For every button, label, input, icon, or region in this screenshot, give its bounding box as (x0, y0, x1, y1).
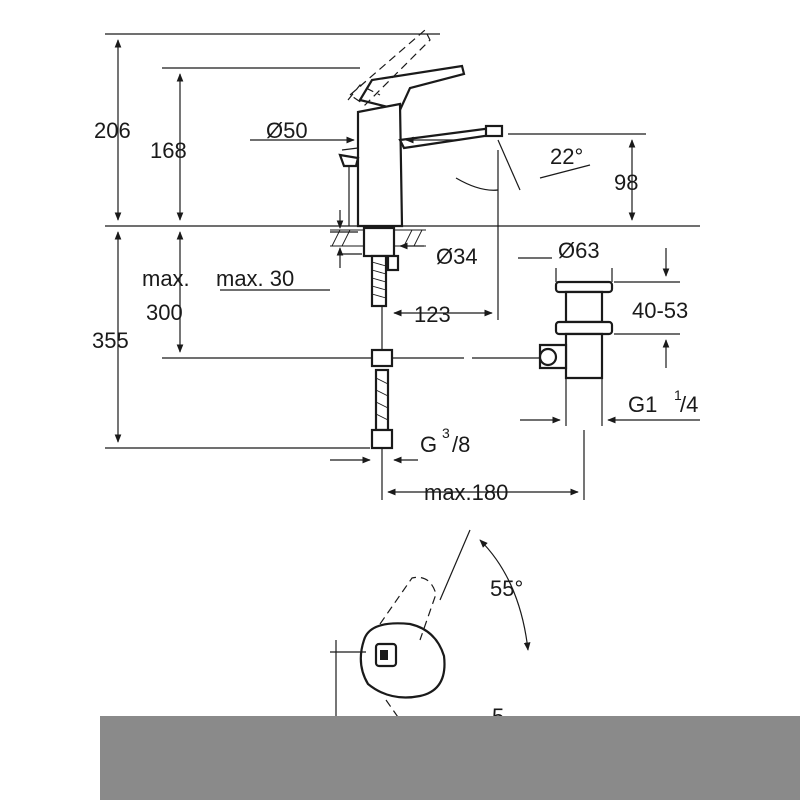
gray-footer-band (100, 716, 800, 800)
dim-hose-length: 300 (146, 300, 183, 325)
dim-handle-height: 168 (150, 138, 187, 163)
dimension-lines (105, 33, 700, 500)
dim-hole-diameter: Ø34 (436, 244, 478, 269)
dim-body-diameter: Ø50 (266, 118, 308, 143)
dim-spout-angle: 22° (550, 144, 583, 169)
dim-handle-rotation: 55° (490, 576, 523, 601)
dim-supply-thread-den: /8 (452, 432, 470, 457)
dim-supply-thread: G (420, 432, 437, 457)
dim-waste-thread-num: 1 (674, 387, 682, 403)
dim-waste-thread: G1 (628, 392, 657, 417)
dim-deck-thickness: max. 30 (216, 266, 294, 291)
dim-supply-thread-num: 3 (442, 425, 450, 441)
dim-spout-reach: 123 (414, 302, 451, 327)
dim-total-depth: 355 (92, 328, 129, 353)
top-view (330, 529, 531, 721)
dim-total-height: 206 (94, 118, 131, 143)
dim-waste-distance: max.180 (424, 480, 508, 505)
dim-waste-diameter: Ø63 (558, 238, 600, 263)
dim-waste-range: 40-53 (632, 298, 688, 323)
faucet-body (105, 29, 700, 470)
dim-spout-height: 98 (614, 170, 638, 195)
dim-max-left: max. (142, 266, 190, 291)
dim-waste-thread-den: /4 (680, 392, 698, 417)
waste-assembly (538, 280, 614, 426)
